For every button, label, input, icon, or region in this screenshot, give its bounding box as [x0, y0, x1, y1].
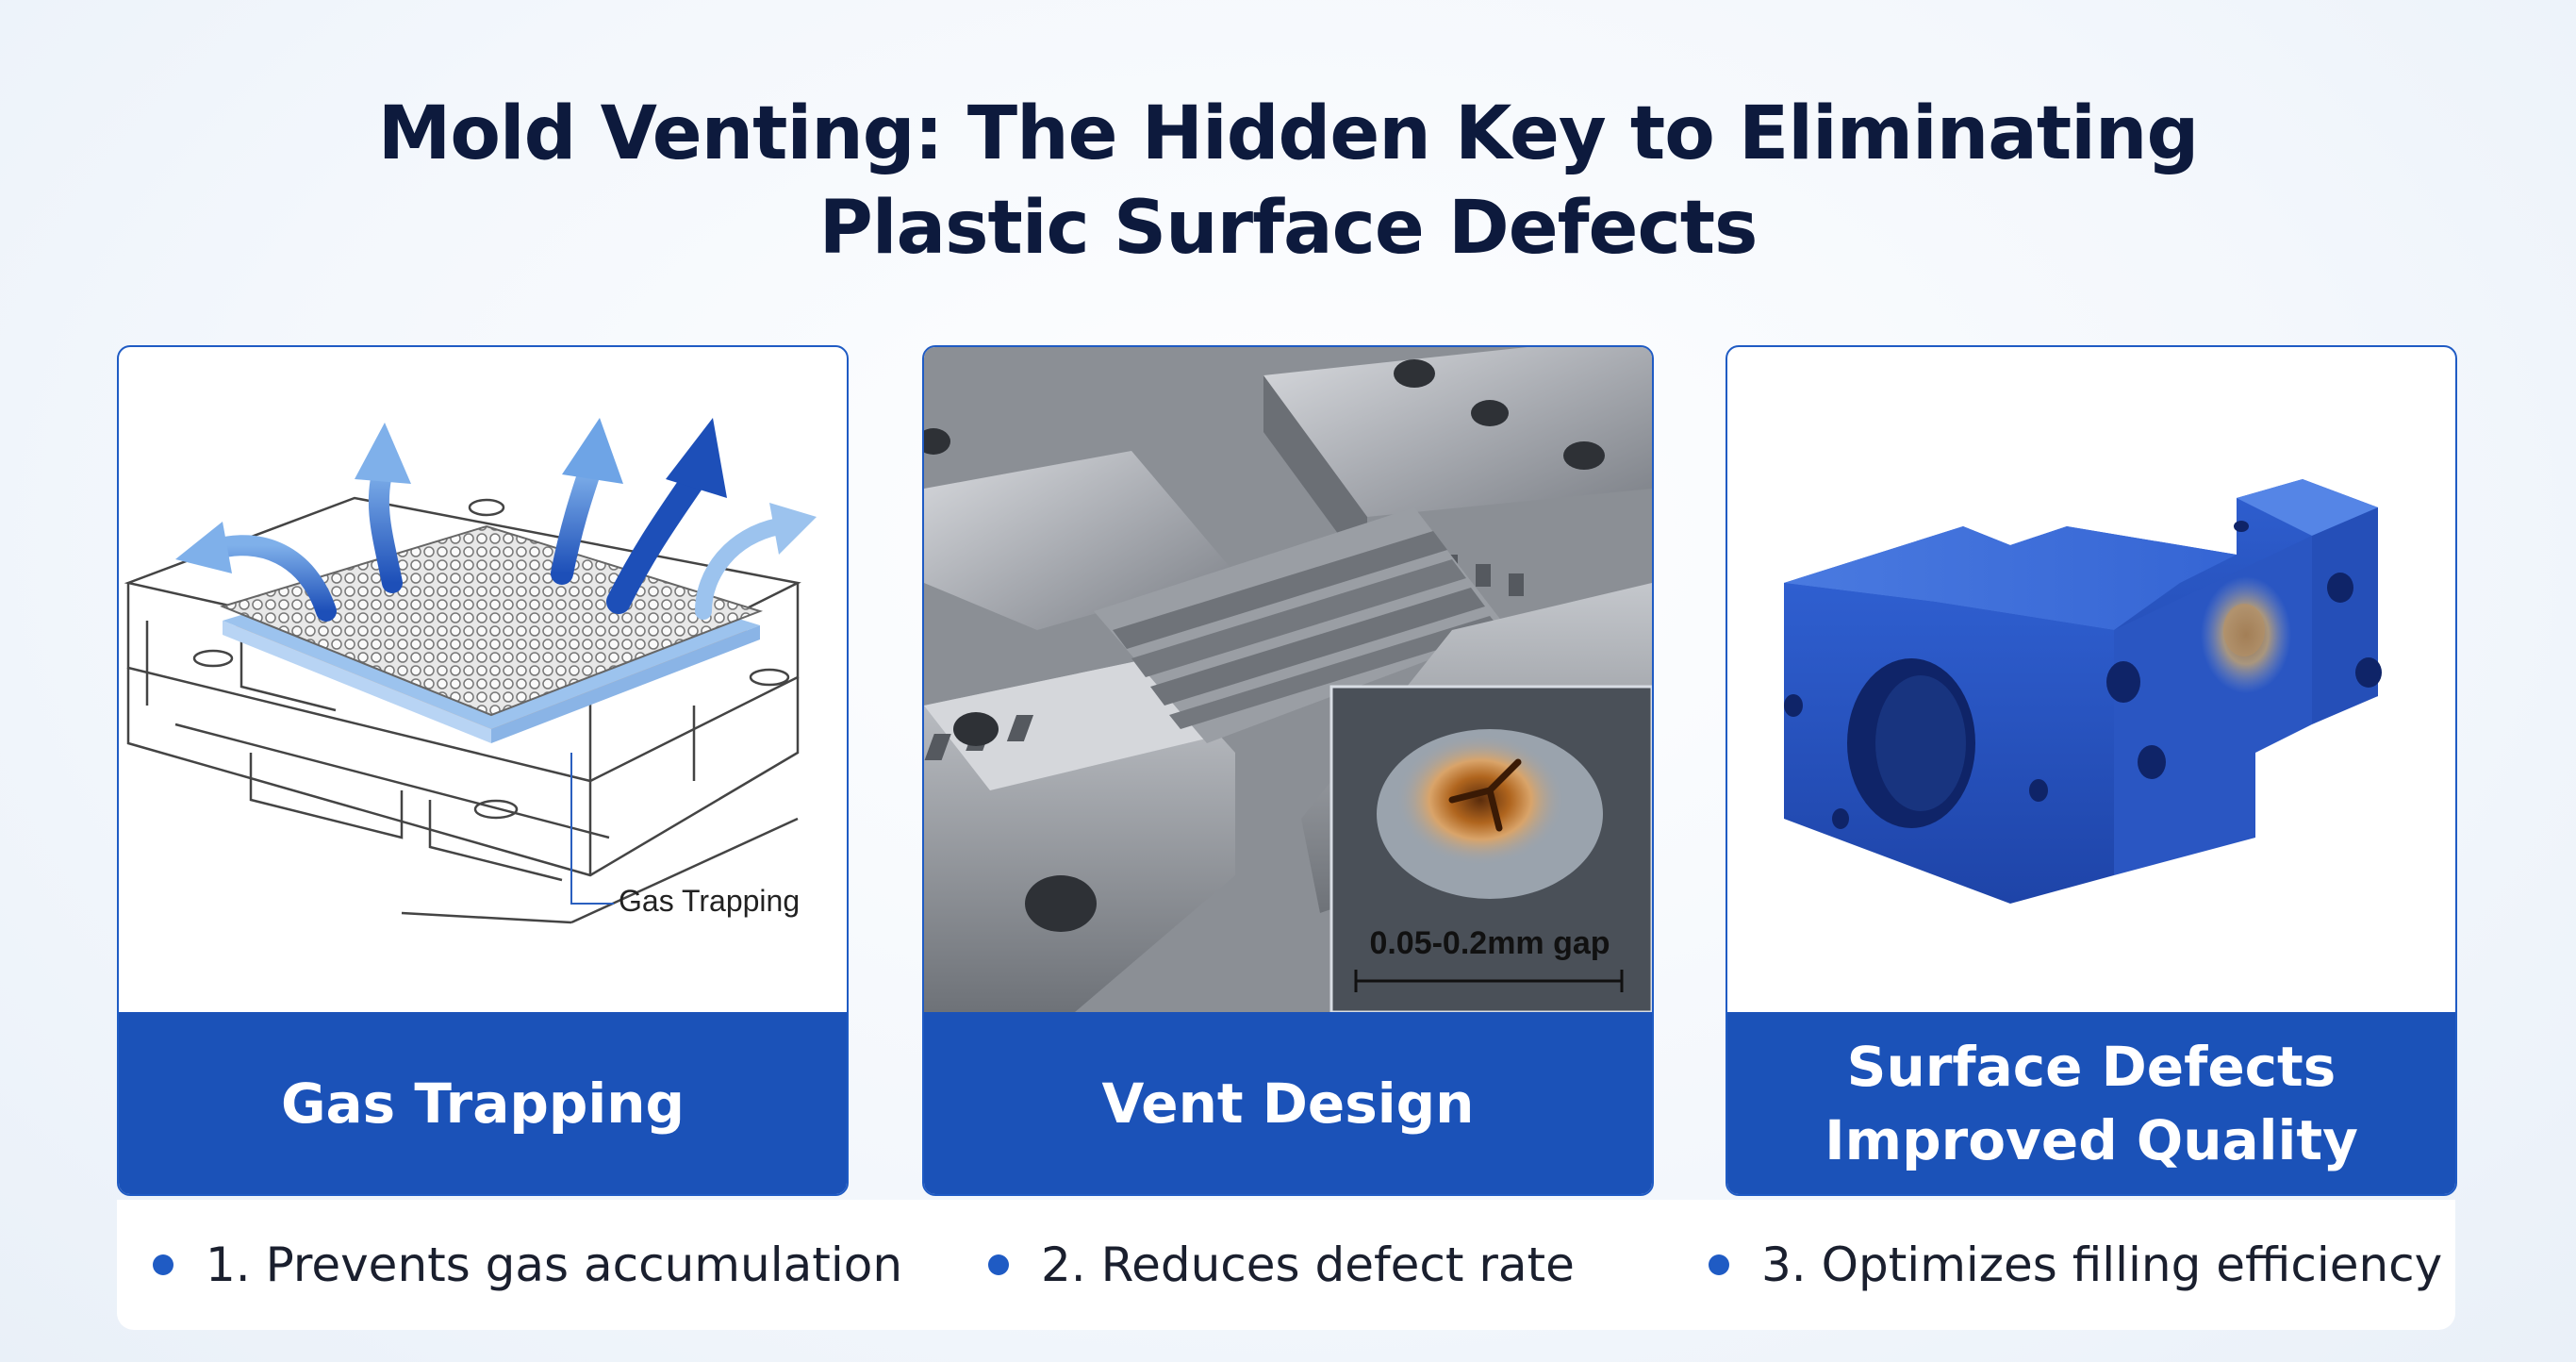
card-gas-trapping: Gas Trapping Gas Trapping: [117, 345, 849, 1196]
card-label-gas-trapping: Gas Trapping: [119, 1012, 847, 1194]
card-label-vent-design: Vent Design: [924, 1012, 1652, 1194]
benefit-text-2: 2. Reduces defect rate: [1041, 1237, 1575, 1292]
title-line-1: Mold Venting: The Hidden Key to Eliminat…: [377, 91, 2200, 176]
benefit-item-3: 3. Optimizes filling efficiency: [1709, 1200, 2442, 1330]
bullet-dot-icon: [1709, 1254, 1729, 1275]
gas-trapping-annotation: Gas Trapping: [619, 884, 800, 918]
bullet-dot-icon: [988, 1254, 1009, 1275]
benefit-item-2: 2. Reduces defect rate: [988, 1200, 1575, 1330]
label-line-1: Surface Defects: [1846, 1034, 2337, 1099]
bullet-dot-icon: [153, 1254, 173, 1275]
benefit-text-1: 1. Prevents gas accumulation: [206, 1237, 903, 1292]
card-label-surface-defects: Surface Defects Improved Quality: [1727, 1012, 2455, 1194]
card-vent-design: 0.05-0.2mm gap Vent Design: [922, 345, 1654, 1196]
card-surface-defects: Surface Defects Improved Quality: [1726, 345, 2457, 1196]
title-line-2: Plastic Surface Defects: [818, 186, 1759, 271]
plastic-part-illustration: [1727, 347, 2455, 1012]
benefit-text-3: 3. Optimizes filling efficiency: [1761, 1237, 2443, 1292]
label-line-2: Improved Quality: [1825, 1107, 2358, 1172]
benefit-item-1: 1. Prevents gas accumulation: [153, 1200, 902, 1330]
vent-gap-annotation: 0.05-0.2mm gap: [1369, 925, 1610, 961]
gas-trapping-illustration: Gas Trapping: [119, 347, 847, 1012]
page-title: Mold Venting: The Hidden Key to Eliminat…: [0, 87, 2576, 275]
vent-design-illustration: 0.05-0.2mm gap: [924, 347, 1652, 1012]
benefits-strip: 1. Prevents gas accumulation 2. Reduces …: [117, 1200, 2455, 1330]
